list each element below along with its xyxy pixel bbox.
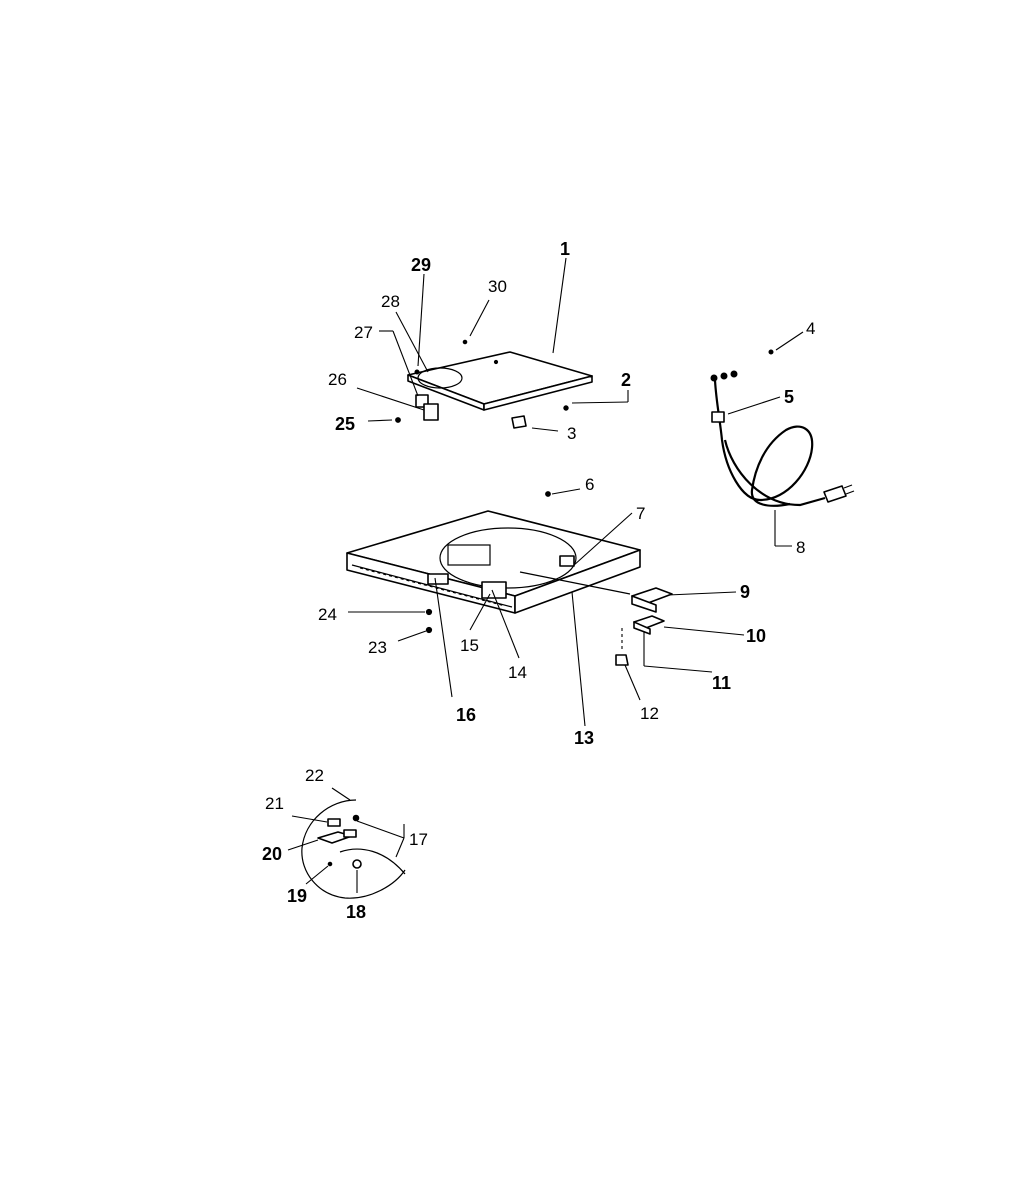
cabinet-top [346, 510, 641, 614]
callout-24: 24 [318, 605, 337, 624]
callout-17: 17 [409, 830, 428, 849]
callout-labels: 1 2 3 4 5 6 7 8 9 10 11 12 13 14 15 16 1… [262, 239, 815, 922]
callout-10: 10 [746, 626, 766, 646]
callout-22: 22 [305, 766, 324, 785]
screws-front [425, 608, 433, 634]
callout-6: 6 [585, 475, 594, 494]
callout-8: 8 [796, 538, 805, 557]
callout-1: 1 [560, 239, 570, 259]
callout-21: 21 [265, 794, 284, 813]
callout-28: 28 [381, 292, 400, 311]
callout-2: 2 [621, 370, 631, 390]
leader-lines [287, 257, 804, 893]
lid-hardware [395, 339, 569, 429]
callout-14: 14 [508, 663, 527, 682]
callout-27: 27 [354, 323, 373, 342]
callout-7: 7 [636, 504, 645, 523]
lid-panel [407, 351, 593, 411]
callout-30: 30 [488, 277, 507, 296]
callout-4: 4 [806, 319, 815, 338]
callout-5: 5 [784, 387, 794, 407]
callout-3: 3 [567, 424, 576, 443]
callout-29: 29 [411, 255, 431, 275]
callout-12: 12 [640, 704, 659, 723]
callout-25: 25 [335, 414, 355, 434]
callout-19: 19 [287, 886, 307, 906]
callout-15: 15 [460, 636, 479, 655]
callout-16: 16 [456, 705, 476, 725]
callout-26: 26 [328, 370, 347, 389]
callout-9: 9 [740, 582, 750, 602]
callout-11: 11 [712, 673, 731, 693]
callout-23: 23 [368, 638, 387, 657]
callout-13: 13 [574, 728, 594, 748]
power-cord [710, 349, 855, 507]
detail-inset [301, 799, 406, 899]
callout-18: 18 [346, 902, 366, 922]
callout-20: 20 [262, 844, 282, 864]
hinge-parts [545, 491, 673, 666]
